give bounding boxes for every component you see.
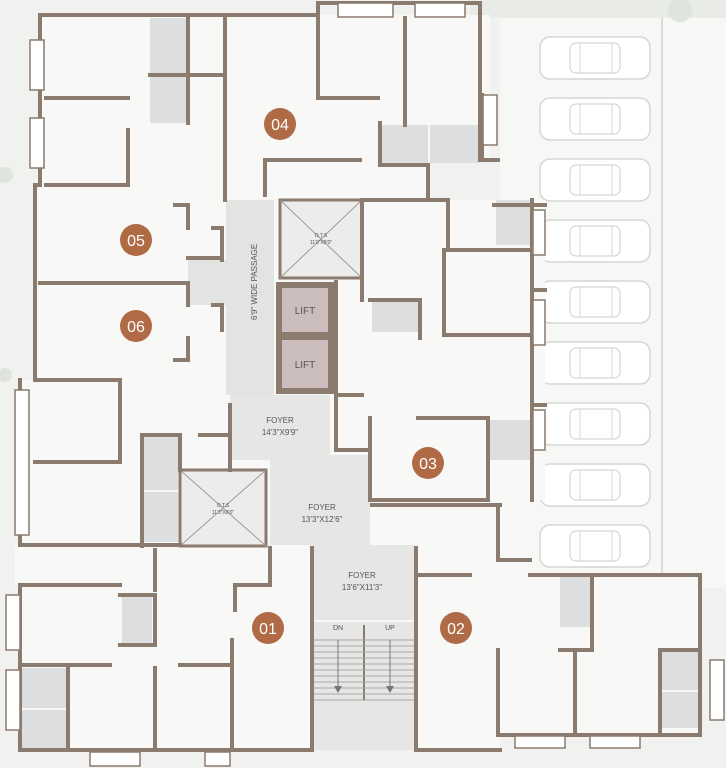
foyer-2-size: 13'3"X12'6" [302,515,343,524]
staircase [312,622,416,750]
ots-2-label: O.T.S [217,503,230,509]
unit-badge-01[interactable]: 01 [252,612,284,644]
window-rails [5,2,725,767]
car-icon [539,402,651,446]
unit-number-02: 02 [447,621,465,638]
unit-badge-04[interactable]: 04 [264,108,296,140]
car-icon [539,158,651,202]
top-landscape-strip [470,0,726,18]
unit-badge-03[interactable]: 03 [412,447,444,479]
car-icon [539,36,651,80]
unit-number-01: 01 [259,621,277,638]
ots-shaft-1 [278,198,364,280]
tree-icon [0,368,12,382]
stair-up-label: UP [385,625,395,632]
lift-car-2 [282,340,328,388]
building-footprint [15,15,700,750]
passage-link [188,260,228,305]
unit-number-04: 04 [271,117,289,134]
lift-label-2: LIFT [295,360,316,371]
wet-areas [22,18,700,748]
stair-down-label: DN [333,625,343,632]
car-icon [539,524,651,568]
foyer-area-3 [312,545,414,620]
lift-label-1: LIFT [295,306,316,317]
parking-cars [539,36,651,568]
foyer-3-label: FOYER [348,571,376,580]
unit-number-05: 05 [127,233,145,250]
unit-badge-02[interactable]: 02 [440,612,472,644]
ots-2-size: 11'3"X8'0" [212,510,235,516]
tree-icon [0,167,13,183]
ots-1-label: O.T.S [315,233,328,239]
passage-label: 6'9" WIDE PASSAGE [250,244,259,320]
passage-area [226,200,274,395]
car-icon [539,341,651,385]
unit-badge-05[interactable]: 05 [120,224,152,256]
car-icon [539,280,651,324]
car-icon [539,463,651,507]
common-core [188,200,414,620]
foyer-area-1 [230,395,330,460]
foyer-2-label: FOYER [308,503,336,512]
foyer-3-size: 13'6"X11'3" [342,583,382,592]
lift-car-1 [282,288,328,332]
car-icon [539,219,651,263]
ots-shaft-2 [178,468,268,548]
ots-1-size: 11'0"X8'0" [310,240,333,246]
car-icon [539,97,651,141]
unit-number-06: 06 [127,319,145,336]
foyer-area-2 [270,455,370,545]
foyer-1-label: FOYER [266,416,294,425]
tree-icon [668,0,692,22]
unit-number-03: 03 [419,456,437,473]
unit-badge-06[interactable]: 06 [120,310,152,342]
foyer-1-size: 14'3"X9'9" [262,428,298,437]
